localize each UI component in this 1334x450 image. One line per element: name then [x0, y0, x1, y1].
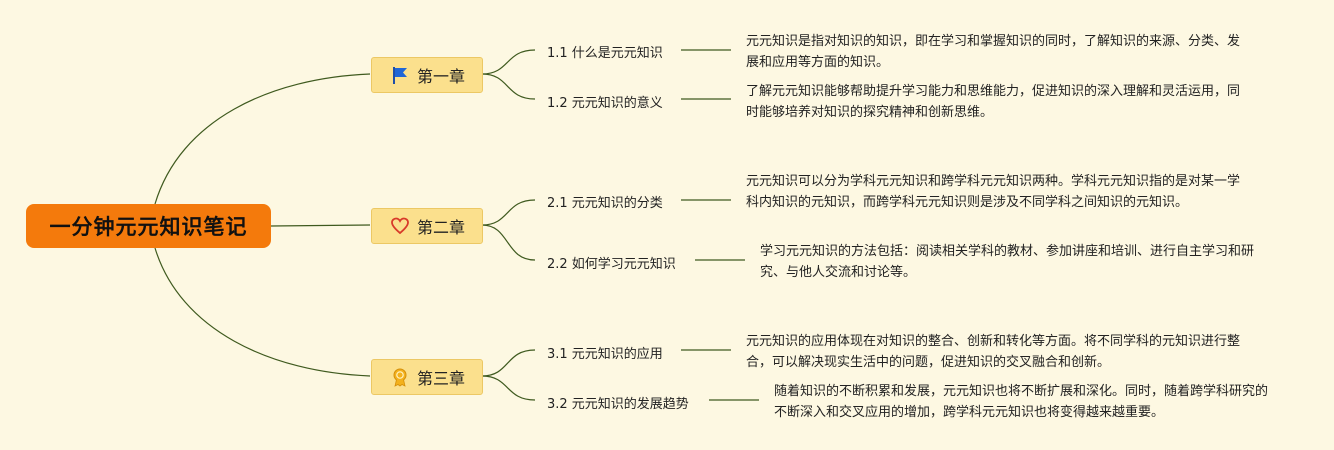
connector-ch1-t1: [481, 49, 536, 75]
connector-ch2-t1: [481, 199, 536, 226]
chapter-1-label: 第一章: [416, 67, 465, 86]
desc-2-1[interactable]: 元元知识可以分为学科元元知识和跨学科元元知识两种。学科元元知识指的是对某一学科内…: [746, 174, 1241, 210]
connector-ch2-t2: [481, 224, 536, 261]
topic-3-1[interactable]: 3.1 元元知识的应用: [547, 347, 663, 362]
root-topic[interactable]: 一分钟元元知识笔记: [26, 204, 271, 248]
topic-2-2[interactable]: 2.2 如何学习元元知识: [547, 257, 676, 272]
desc-1-1[interactable]: 元元知识是指对知识的知识，即在学习和掌握知识的同时，了解知识的来源、分类、发展和…: [746, 34, 1241, 70]
connector-root-ch2: [270, 224, 371, 227]
desc-3-1[interactable]: 元元知识的应用体现在对知识的整合、创新和转化等方面。将不同学科的元知识进行整合，…: [746, 334, 1241, 370]
chapter-3-label: 第三章: [416, 369, 465, 388]
chapter-2-node[interactable]: 第二章: [371, 208, 483, 244]
topic-1-2[interactable]: 1.2 元元知识的意义: [547, 96, 663, 111]
flag-icon: [389, 64, 411, 86]
topic-1-1[interactable]: 1.1 什么是元元知识: [547, 46, 663, 61]
chapter-3-node[interactable]: 第三章: [371, 359, 483, 395]
connector-root-ch3: [154, 247, 371, 377]
connector-ch3-t2: [481, 375, 536, 401]
connector-root-ch1: [154, 73, 371, 205]
desc-2-2[interactable]: 学习元元知识的方法包括：阅读相关学科的教材、参加讲座和培训、进行自主学习和研究、…: [760, 244, 1255, 280]
connector-ch1-t2: [481, 73, 536, 100]
chapter-1-node[interactable]: 第一章: [371, 57, 483, 93]
connector-ch3-t1: [481, 349, 536, 377]
medal-icon: [389, 366, 411, 388]
root-title: 一分钟元元知识笔记: [49, 215, 248, 239]
heart-icon: [389, 215, 411, 237]
desc-3-2[interactable]: 随着知识的不断积累和发展，元元知识也将不断扩展和深化。同时，随着跨学科研究的不断…: [774, 384, 1269, 420]
desc-1-2[interactable]: 了解元元知识能够帮助提升学习能力和思维能力，促进知识的深入理解和灵活运用，同时能…: [746, 84, 1241, 120]
topic-2-1[interactable]: 2.1 元元知识的分类: [547, 196, 663, 211]
topic-3-2[interactable]: 3.2 元元知识的发展趋势: [547, 397, 689, 412]
chapter-2-label: 第二章: [416, 218, 465, 237]
